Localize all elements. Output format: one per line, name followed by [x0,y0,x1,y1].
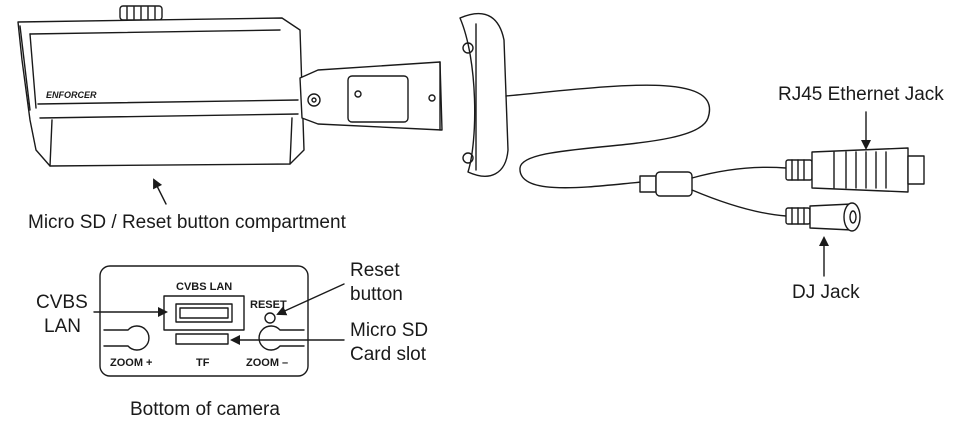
zoom-minus-text: ZOOM – [246,357,288,369]
reset-label-line2: button [350,284,403,305]
reset-button [264,312,276,324]
brand-logo: ENFORCER [46,90,97,100]
panel-reset-text: RESET [250,299,287,311]
cvbs-lan-label-line2: LAN [44,316,81,337]
zoom-plus-text: ZOOM + [110,357,152,369]
cable [505,84,787,217]
cvbs-lan-connector [163,295,245,331]
cvbs-lan-label-line1: CVBS [36,292,88,313]
bottom-caption: Bottom of camera [130,399,280,420]
dj-jack-label: DJ Jack [792,282,860,303]
compartment-arrow [153,178,167,205]
wall-base [459,12,509,177]
reset-arrow [276,283,345,316]
camera-body [17,5,305,167]
mount-arm [299,61,443,131]
tf-card-slot [175,333,229,345]
zoom-minus-control [258,325,305,351]
bottom-panel [99,265,309,377]
tf-text: TF [196,357,210,369]
reset-label-line1: Reset [350,260,400,281]
sd-label-line1: Micro SD [350,320,428,341]
zoom-plus-control [103,325,150,351]
dj-jack-connector [785,202,861,232]
compartment-label: Micro SD / Reset button compartment [28,212,347,233]
sd-label-line2: Card slot [350,344,427,365]
panel-header: CVBS LAN [176,281,232,293]
rj45-connector [785,147,925,193]
rj45-label: RJ45 Ethernet Jack [778,84,944,105]
